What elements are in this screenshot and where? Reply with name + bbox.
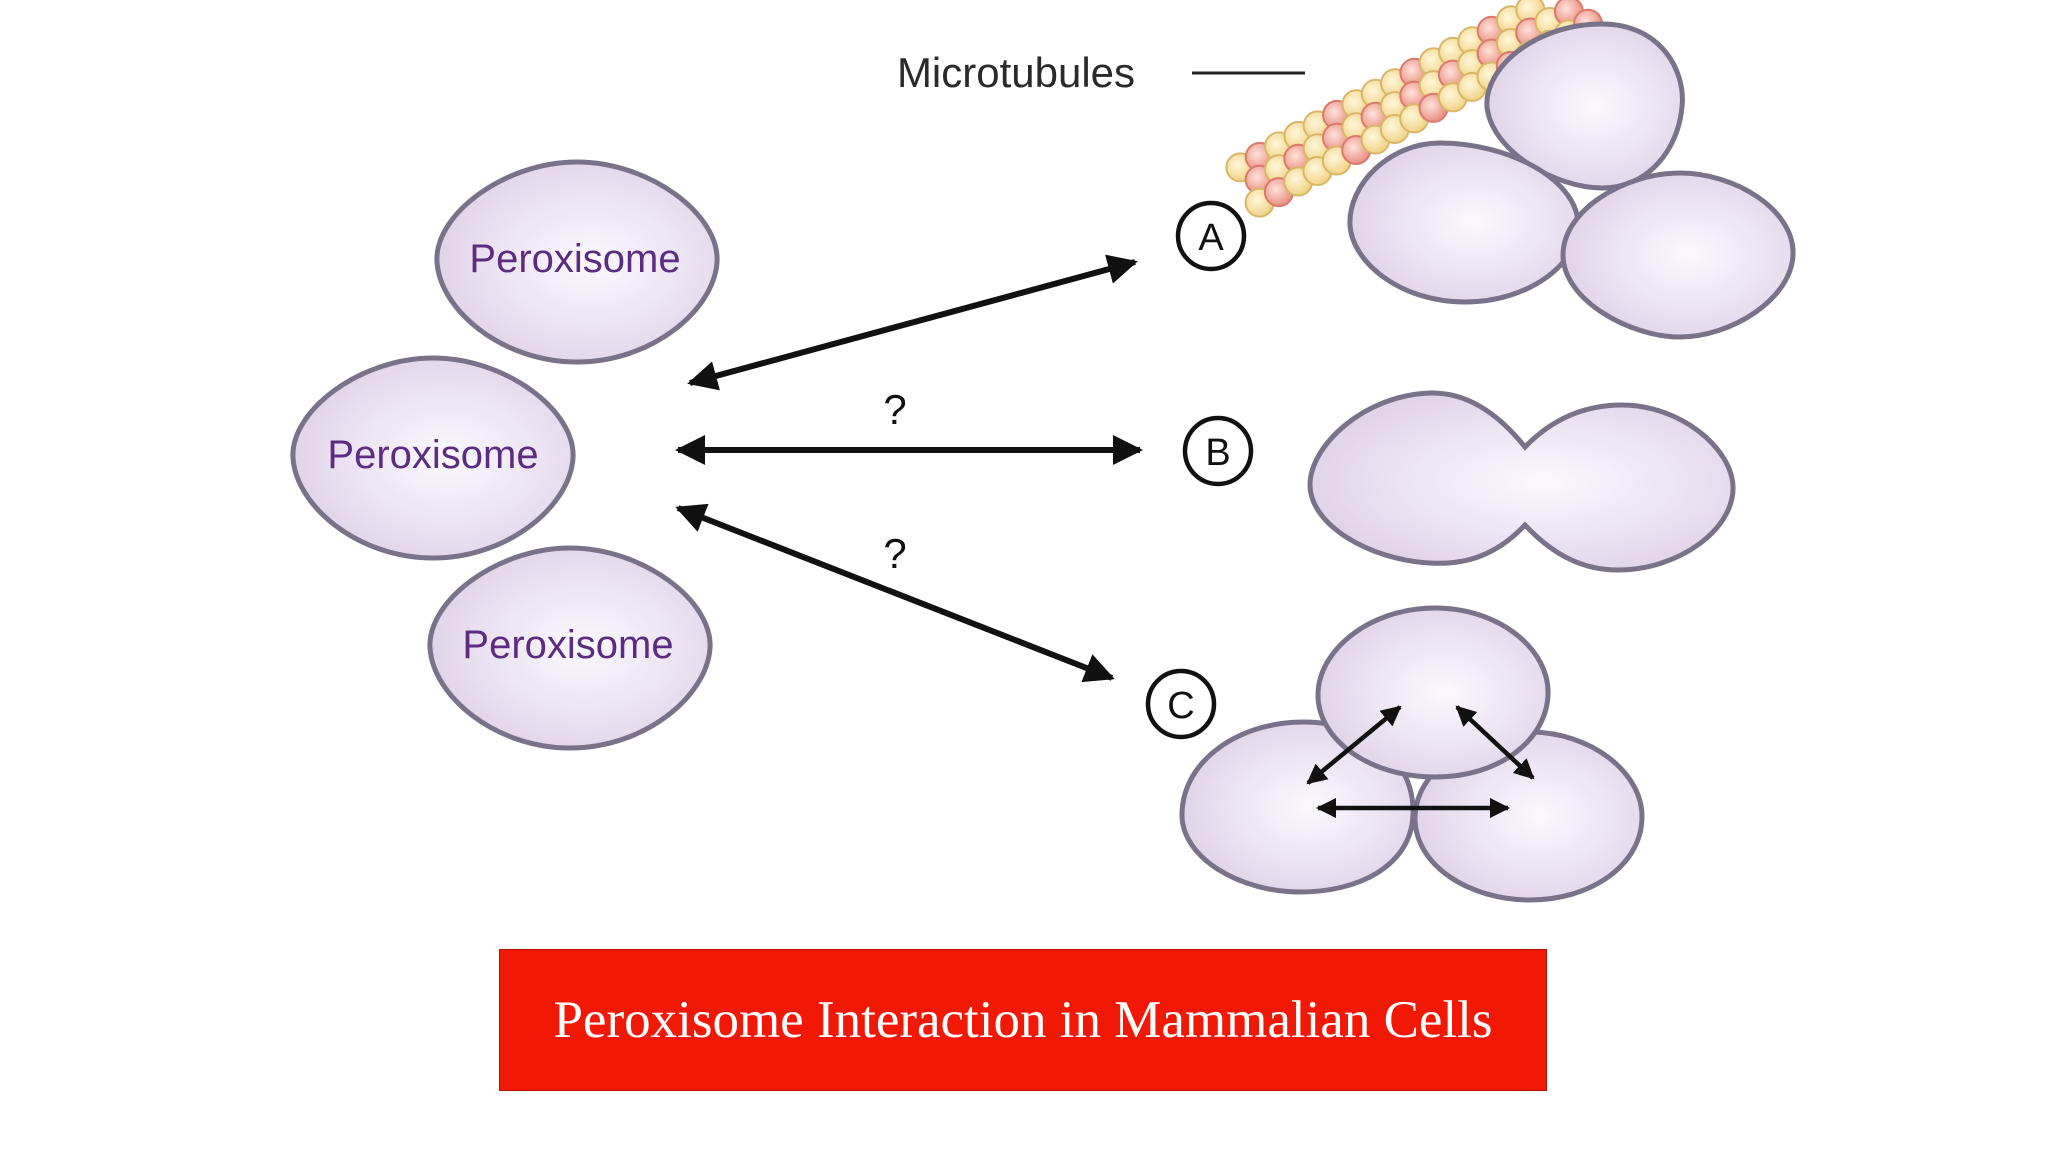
peroxisome-bottom-label: Peroxisome — [462, 623, 673, 667]
caption-text: Peroxisome Interaction in Mammalian Cell… — [553, 991, 1493, 1049]
marker-a: A — [1175, 200, 1247, 272]
marker-c-label: C — [1167, 685, 1194, 727]
contact-arrow-right — [1455, 705, 1535, 780]
peroxisome-middle: Peroxisome — [290, 355, 576, 561]
contact-arrow-left — [1306, 705, 1402, 785]
arrow-to-a — [687, 254, 1138, 391]
marker-a-label: A — [1198, 217, 1224, 259]
peroxisome-top-label: Peroxisome — [469, 237, 680, 281]
arrow-to-c — [675, 503, 1115, 683]
microtubules-label: Microtubules — [897, 49, 1135, 96]
marker-b: B — [1182, 415, 1254, 487]
question-mark-c: ? — [883, 530, 906, 577]
caption-banner: Peroxisome Interaction in Mammalian Cell… — [499, 949, 1547, 1091]
marker-b-label: B — [1205, 432, 1230, 474]
question-mark-b: ? — [883, 386, 906, 433]
dividing-peroxisome-b — [1307, 390, 1736, 573]
cluster-a — [1347, 21, 1796, 340]
cluster-c — [1179, 605, 1645, 903]
peroxisome-bottom: Peroxisome — [427, 545, 713, 751]
marker-c: C — [1145, 668, 1217, 740]
peroxisome-middle-label: Peroxisome — [327, 433, 538, 477]
peroxisome-top: Peroxisome — [434, 159, 720, 365]
